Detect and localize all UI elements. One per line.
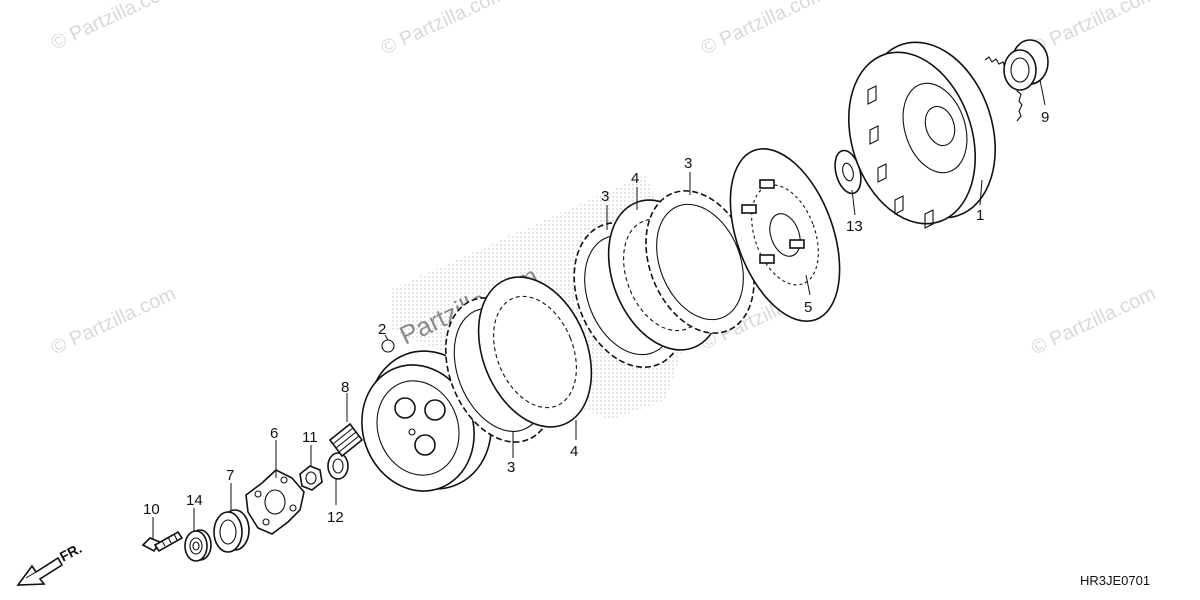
part-9-collar — [1003, 39, 1049, 91]
front-label: FR. — [57, 540, 84, 565]
part-14-bearing — [184, 529, 212, 562]
callout-13: 13 — [846, 218, 863, 235]
leader-lines — [152, 79, 1046, 540]
callout-10: 10 — [143, 501, 160, 518]
callout-9: 9 — [1041, 109, 1049, 126]
callout-3: 3 — [601, 188, 609, 205]
callout-3: 3 — [507, 459, 515, 476]
part-6-lifter-plate — [245, 469, 305, 535]
callout-2: 2 — [378, 321, 386, 338]
watermark-text: © Partzilla.com — [1028, 283, 1159, 360]
callout-3: 3 — [684, 155, 692, 172]
callout-labels: 1 2 3 3 3 4 4 5 6 7 8 9 10 11 12 13 14 — [143, 109, 1049, 526]
part-10-bolt — [141, 530, 184, 553]
callout-6: 6 — [270, 425, 278, 442]
diagram-code: HR3JE0701 — [1080, 573, 1150, 588]
part-12-washer — [327, 452, 349, 480]
callout-1: 1 — [976, 207, 984, 224]
part-8-spring — [328, 422, 364, 458]
callout-12: 12 — [327, 509, 344, 526]
watermark-text: © Partzilla.com — [378, 0, 509, 60]
callout-11: 11 — [302, 429, 318, 446]
part-11-nut — [299, 465, 323, 491]
part-1-clutch-outer — [847, 41, 1023, 229]
front-direction-arrow: FR. — [16, 540, 84, 586]
callout-7: 7 — [226, 467, 234, 484]
callout-4: 4 — [631, 170, 639, 187]
callout-8: 8 — [341, 379, 349, 396]
watermark-text: © Partzilla.com — [698, 0, 829, 60]
callout-14: 14 — [186, 492, 203, 509]
watermark-text: © Partzilla.com — [1028, 0, 1159, 60]
part-7-lifter — [213, 509, 250, 553]
watermark-text: © Partzilla.com — [48, 283, 179, 360]
callout-5: 5 — [804, 299, 812, 316]
part-5-clutch-center — [729, 148, 841, 322]
watermark-text: © Partzilla.com — [48, 0, 179, 55]
callout-4: 4 — [570, 443, 578, 460]
part-2-circlip — [381, 339, 395, 353]
part-4-clutch-plate-front — [477, 276, 593, 428]
